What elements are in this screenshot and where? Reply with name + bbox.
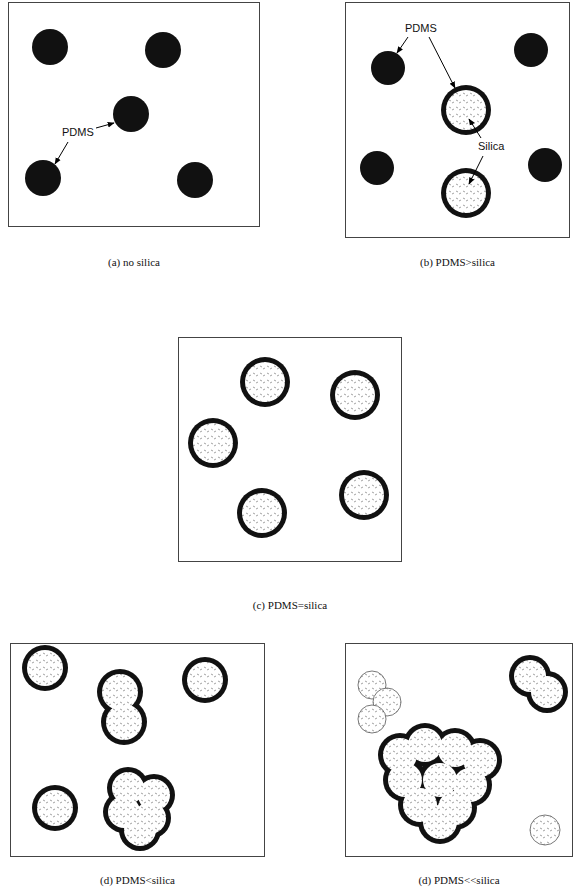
- pdms-shell: [339, 470, 389, 520]
- component-label: PDMS: [62, 126, 94, 139]
- silica-particle: [446, 90, 486, 130]
- pdms-droplet: [528, 148, 562, 182]
- pdms-shell: [188, 418, 238, 468]
- pdms-droplet: [113, 96, 149, 132]
- panel-frame: (c) PDMS=silica: [178, 337, 402, 562]
- silica-particle: [408, 728, 442, 762]
- component-label: Silica: [478, 140, 504, 153]
- leader-line: [96, 123, 114, 128]
- leader-line: [429, 37, 455, 88]
- pdms-droplet: [32, 29, 68, 65]
- leader-line: [397, 37, 408, 53]
- component-label: PDMS: [405, 22, 437, 35]
- pdms-shell: [240, 357, 290, 407]
- pdms-droplet: [514, 33, 548, 67]
- pdms-shell: [330, 370, 380, 420]
- silica-particle: [187, 662, 223, 698]
- pdms-droplet: [145, 32, 181, 68]
- pdms-droplet: [25, 160, 61, 196]
- pdms-droplet: [360, 151, 394, 185]
- leader-line: [469, 119, 481, 138]
- panel-frame: (a) no silica: [8, 2, 260, 227]
- panel-caption: (b) PDMS>silica: [306, 256, 575, 268]
- bare-silica: [530, 815, 560, 845]
- silica-particle: [423, 805, 457, 839]
- leader-line: [55, 142, 68, 164]
- leader-line: [469, 156, 483, 184]
- panel-caption: (d) PDMS<<silica: [306, 874, 575, 886]
- pdms-shell: [441, 168, 491, 218]
- pdms-shell: [182, 657, 228, 703]
- panel-frame: (b) PDMS>silica: [345, 2, 570, 238]
- panel-caption: (c) PDMS=silica: [139, 599, 441, 611]
- panel-frame: (d) PDMS<<silica: [345, 643, 573, 857]
- silica-particle: [335, 375, 375, 415]
- panel-caption: (a) no silica: [0, 256, 299, 268]
- panel-caption: (d) PDMS<silica: [0, 874, 304, 886]
- panel-frame: (d) PDMS<silica: [10, 643, 265, 857]
- silica-particle: [106, 704, 142, 740]
- silica-particle: [531, 676, 563, 708]
- silica-particle: [193, 423, 233, 463]
- pdms-droplet: [177, 162, 213, 198]
- pdms-shell: [237, 488, 287, 538]
- silica-particle: [344, 475, 384, 515]
- silica-particle: [124, 814, 156, 846]
- pdms-shell: [32, 785, 78, 831]
- silica-particle: [27, 650, 63, 686]
- silica-particle: [242, 493, 282, 533]
- pdms-shell: [101, 699, 147, 745]
- silica-particle: [245, 362, 285, 402]
- silica-particle: [37, 790, 73, 826]
- pdms-shell: [441, 85, 491, 135]
- pdms-droplet: [371, 51, 405, 85]
- pdms-shell: [22, 645, 68, 691]
- bare-silica: [358, 705, 386, 733]
- silica-particle: [446, 173, 486, 213]
